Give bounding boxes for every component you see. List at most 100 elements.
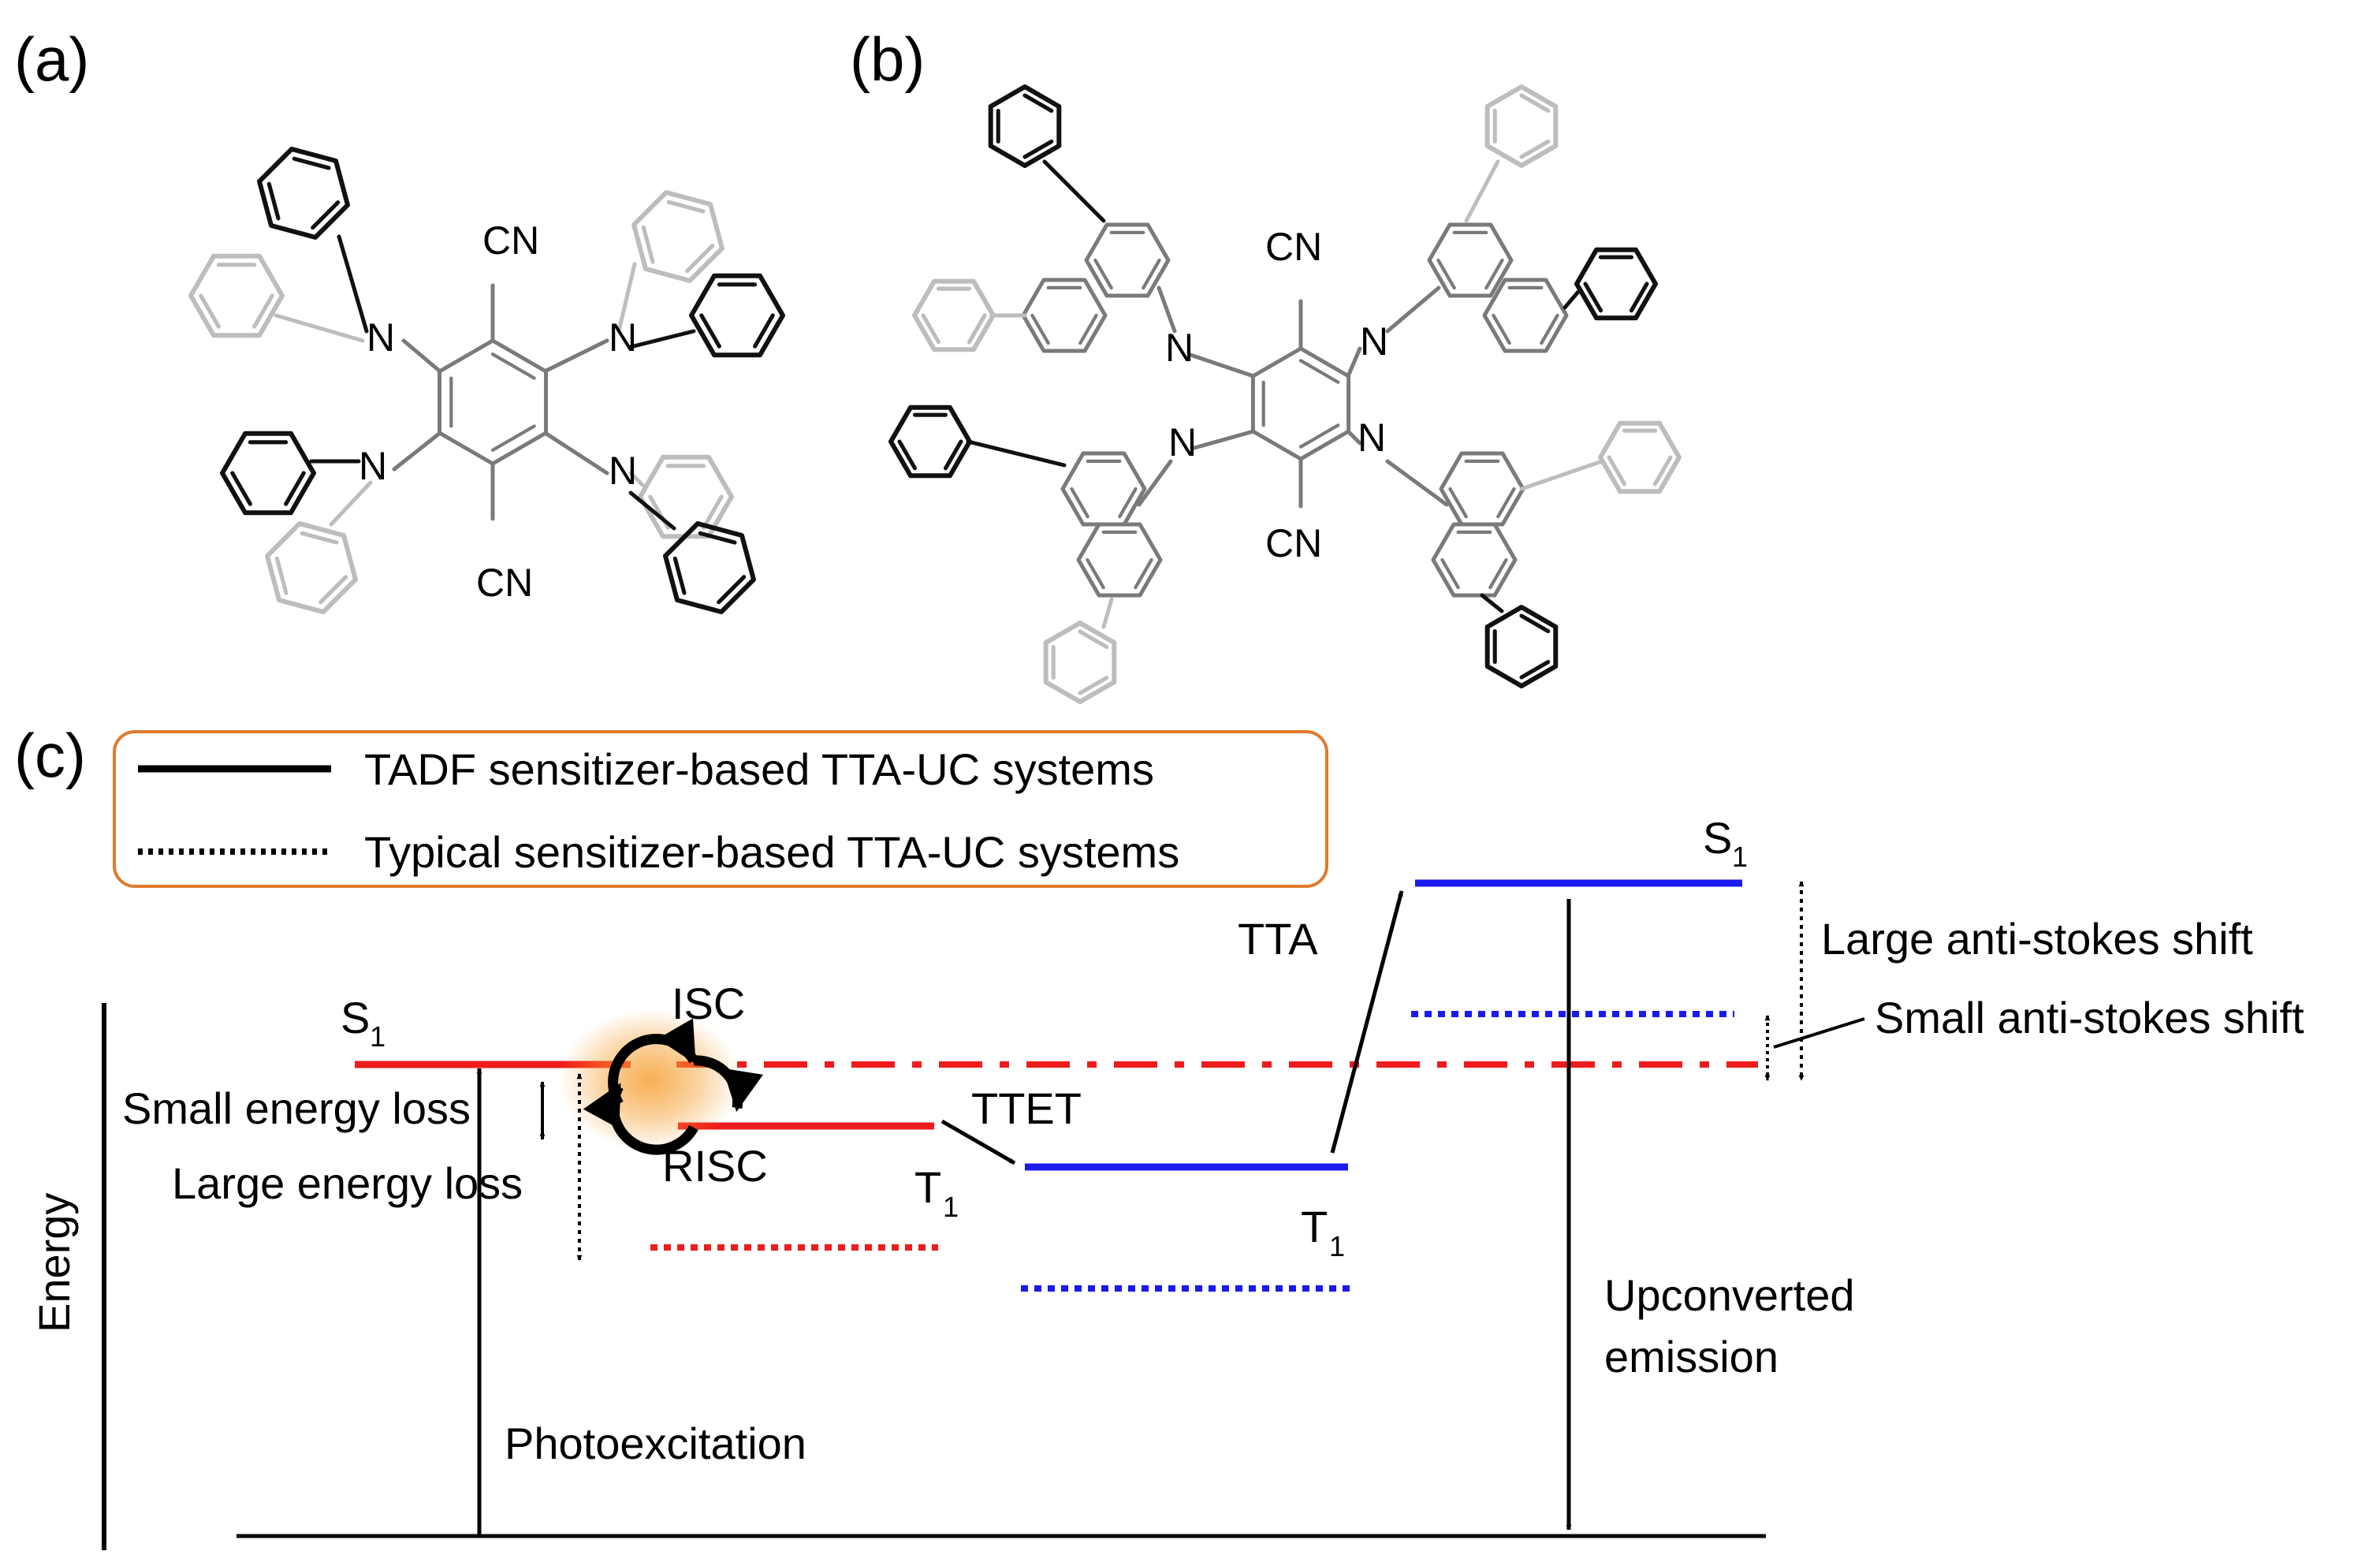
energy-axis-label: Energy xyxy=(29,1193,79,1333)
phenyl-ring xyxy=(988,84,1062,168)
double-bond xyxy=(292,156,331,170)
large-energy-loss-label: Large energy loss xyxy=(172,1158,523,1208)
molecule-b-atoms: CN CN N N N N xyxy=(1165,225,1388,565)
emitter-t1-label: T 1 xyxy=(1301,1202,1345,1262)
double-bond xyxy=(685,244,715,274)
phenyl-ring xyxy=(1484,605,1559,688)
nitrogen-label: N xyxy=(609,315,637,360)
small-anti-stokes-shift-label: Small anti-stokes shift xyxy=(1875,993,2304,1042)
double-bond xyxy=(698,531,737,545)
nitrile-label: CN xyxy=(482,218,539,263)
double-bond xyxy=(666,199,706,214)
n-bond xyxy=(401,338,441,373)
molecule-a-atoms: CN CN N N N N xyxy=(359,218,637,605)
phenyl-ring xyxy=(1574,247,1658,321)
svg-text:1: 1 xyxy=(1329,1230,1345,1262)
legend-dotted-label: Typical sensitizer-based TTA-UC systems xyxy=(364,827,1179,877)
double-bond xyxy=(1142,258,1161,290)
panel-label-b: (b) xyxy=(850,24,925,94)
ttet-arrow xyxy=(940,1119,1016,1165)
double-bond xyxy=(1629,282,1649,313)
molecule-a xyxy=(188,147,785,614)
carbazole-ring xyxy=(663,521,756,614)
nitrogen-label: N xyxy=(367,315,395,360)
nitrogen-label: N xyxy=(1165,326,1194,370)
double-bond xyxy=(1652,455,1673,487)
upconverted-label-line2: emission xyxy=(1604,1332,1778,1381)
carbazole-ring xyxy=(689,273,785,358)
carbazole-ring xyxy=(188,253,285,338)
double-bond xyxy=(1496,487,1516,519)
phenyl-ring xyxy=(1043,621,1117,704)
carbazole-ring xyxy=(220,431,316,516)
carbazole-ring xyxy=(1427,222,1514,298)
double-bond xyxy=(1484,258,1504,290)
sensitizer-s1-label: S 1 xyxy=(341,993,385,1053)
nitrogen-label: N xyxy=(1168,420,1197,464)
n-bond xyxy=(1156,285,1177,334)
n-bond xyxy=(1137,459,1173,507)
double-bond xyxy=(1118,487,1138,519)
double-bond xyxy=(1488,557,1508,590)
carbazole-ring xyxy=(1439,451,1525,527)
n-bond xyxy=(628,471,645,487)
small-anti-stokes-shift-leader xyxy=(1773,1017,1865,1049)
phenyl-ring xyxy=(1598,420,1682,494)
emitter-s1-label: S 1 xyxy=(1703,813,1748,873)
carbazole-ring xyxy=(631,190,724,283)
n-bond xyxy=(1188,352,1256,378)
small-energy-loss-label: Small energy loss xyxy=(122,1083,471,1133)
legend-solid-label: TADF sensitizer-based TTA-UC systems xyxy=(364,744,1154,794)
double-bond xyxy=(1448,487,1468,519)
n-bond xyxy=(628,490,676,531)
sensitizer-t1-label: T 1 xyxy=(914,1162,959,1223)
bond xyxy=(1101,597,1114,629)
bond xyxy=(1519,459,1604,491)
large-anti-stokes-shift-label: Large anti-stokes shift xyxy=(1821,914,2253,964)
nitrogen-label: N xyxy=(359,444,387,488)
svg-text:S: S xyxy=(1703,813,1732,863)
upconverted-label-line1: Upconverted xyxy=(1604,1270,1855,1320)
double-bond xyxy=(1078,675,1109,695)
bond xyxy=(1464,159,1500,223)
double-bond xyxy=(641,225,655,264)
nitrile-label: CN xyxy=(1265,225,1322,269)
photoexcitation-label: Photoexcitation xyxy=(505,1419,806,1468)
n-bond xyxy=(274,313,365,343)
svg-text:1: 1 xyxy=(1732,841,1748,873)
n-bond xyxy=(616,262,637,334)
double-bond xyxy=(1440,557,1460,590)
nitrogen-label: N xyxy=(1360,319,1388,364)
double-bond xyxy=(1519,93,1551,114)
n-bond xyxy=(1346,346,1362,378)
panel-label-a: (a) xyxy=(14,24,89,94)
tta-arrow xyxy=(1330,890,1404,1154)
n-bond xyxy=(337,234,369,334)
svg-text:T: T xyxy=(914,1162,941,1212)
double-bond xyxy=(699,313,721,349)
legend: TADF sensitizer-based TTA-UC systems Typ… xyxy=(113,730,1328,888)
double-bond xyxy=(1519,659,1551,680)
double-bond xyxy=(311,200,341,230)
carbazole-ring xyxy=(257,147,350,240)
double-bond xyxy=(490,424,536,452)
carbazole-ring xyxy=(1076,522,1163,598)
double-bond xyxy=(753,313,775,349)
double-bond xyxy=(284,471,306,506)
double-bond xyxy=(274,556,289,595)
carbazole-ring xyxy=(1021,278,1108,353)
carbazole-ring xyxy=(638,454,734,539)
double-bond xyxy=(230,471,252,506)
nitrogen-label: N xyxy=(1358,416,1386,460)
carbazole-ring xyxy=(1482,278,1569,353)
double-bond xyxy=(199,293,221,329)
double-bond xyxy=(490,352,536,380)
double-bond xyxy=(1134,557,1153,590)
double-bond xyxy=(897,439,918,471)
nitrogen-label: N xyxy=(609,449,637,493)
n-bond xyxy=(628,329,696,349)
carbazole-ring xyxy=(1060,451,1147,527)
double-bond xyxy=(921,313,941,345)
